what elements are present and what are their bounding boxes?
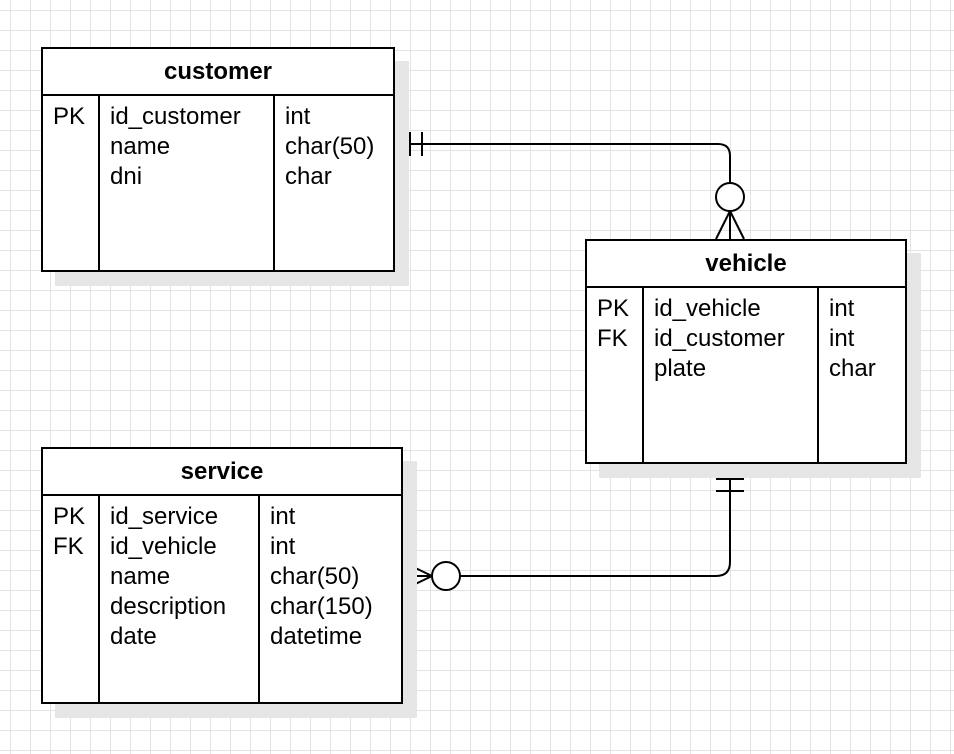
field-name[interactable]: id_customer bbox=[110, 103, 241, 130]
entity-title: vehicle bbox=[587, 241, 905, 288]
field-type[interactable]: char bbox=[829, 355, 876, 382]
field-type[interactable]: int bbox=[285, 103, 311, 130]
connector-line-vehicle-service bbox=[460, 464, 731, 577]
key-cell bbox=[53, 622, 98, 652]
field-name[interactable]: id_service bbox=[110, 503, 219, 530]
key-cell: FK bbox=[53, 533, 84, 560]
field-name[interactable]: description bbox=[110, 593, 227, 620]
key-column: PK FK bbox=[587, 288, 644, 462]
field-type[interactable]: int bbox=[829, 325, 855, 352]
key-cell bbox=[597, 354, 642, 384]
key-cell bbox=[53, 592, 98, 622]
key-column: PK bbox=[43, 96, 100, 270]
field-column: id_vehicle id_customer plate bbox=[644, 288, 819, 462]
field-name[interactable]: id_customer bbox=[654, 325, 785, 352]
field-type[interactable]: int bbox=[270, 503, 296, 530]
relationship-vehicle-service[interactable] bbox=[402, 464, 744, 591]
field-column: id_service id_vehicle name description d… bbox=[100, 496, 260, 702]
zero-marker-service bbox=[431, 561, 461, 591]
field-name[interactable]: name bbox=[110, 563, 171, 590]
key-cell bbox=[53, 162, 98, 192]
field-type[interactable]: char(150) bbox=[270, 593, 373, 620]
key-cell: PK bbox=[53, 103, 86, 130]
field-type[interactable]: int bbox=[270, 533, 296, 560]
crowfoot-vehicle-right bbox=[729, 210, 745, 240]
entity-service[interactable]: service PK FK id_service id_vehicle name… bbox=[41, 447, 403, 704]
entity-vehicle[interactable]: vehicle PK FK id_vehicle id_customer pla… bbox=[585, 239, 907, 464]
entity-title: service bbox=[43, 449, 401, 496]
field-name[interactable]: dni bbox=[110, 163, 143, 190]
key-cell bbox=[53, 132, 98, 162]
entity-body: PK id_customer name dni int char(50) cha… bbox=[43, 96, 393, 270]
type-column: int char(50) char bbox=[275, 96, 374, 270]
entity-body: PK FK id_service id_vehicle name descrip… bbox=[43, 496, 401, 702]
field-type[interactable]: datetime bbox=[270, 623, 363, 650]
crowfoot-vehicle-left bbox=[715, 210, 731, 240]
crowfoot-service-bottom bbox=[402, 575, 433, 591]
field-name[interactable]: date bbox=[110, 623, 157, 650]
key-cell bbox=[53, 562, 98, 592]
relationship-customer-vehicle[interactable] bbox=[395, 132, 745, 240]
connector-line-customer-vehicle bbox=[395, 143, 731, 183]
field-name[interactable]: id_vehicle bbox=[110, 533, 217, 560]
entity-title: customer bbox=[43, 49, 393, 96]
type-column: int int char(50) char(150) datetime bbox=[260, 496, 373, 702]
field-name[interactable]: id_vehicle bbox=[654, 295, 761, 322]
field-type[interactable]: char(50) bbox=[285, 133, 375, 160]
field-name[interactable]: name bbox=[110, 133, 171, 160]
type-column: int int char bbox=[819, 288, 876, 462]
crowfoot-service-top bbox=[402, 561, 433, 577]
key-cell: PK bbox=[597, 295, 630, 322]
field-name[interactable]: plate bbox=[654, 355, 707, 382]
key-column: PK FK bbox=[43, 496, 100, 702]
entity-customer[interactable]: customer PK id_customer name dni int cha… bbox=[41, 47, 395, 272]
entity-body: PK FK id_vehicle id_customer plate int i… bbox=[587, 288, 905, 462]
key-cell: FK bbox=[597, 325, 628, 352]
field-column: id_customer name dni bbox=[100, 96, 275, 270]
field-type[interactable]: char(50) bbox=[270, 563, 360, 590]
field-type[interactable]: char bbox=[285, 163, 332, 190]
field-type[interactable]: int bbox=[829, 295, 855, 322]
key-cell: PK bbox=[53, 503, 86, 530]
zero-marker-vehicle bbox=[715, 182, 745, 212]
